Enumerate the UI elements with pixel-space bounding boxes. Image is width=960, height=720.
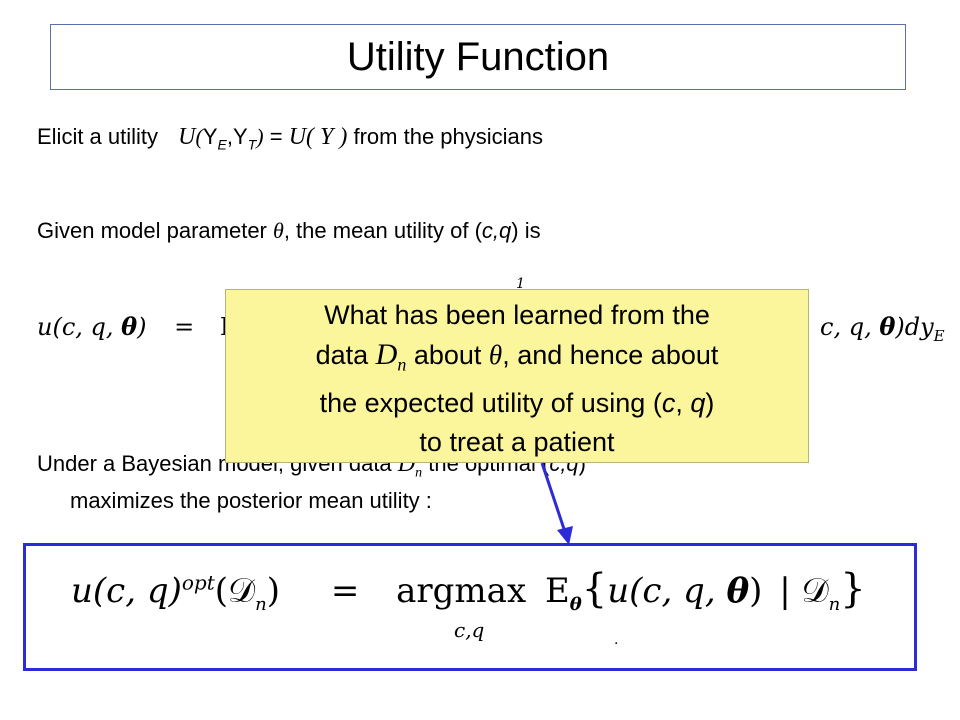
callout-l2-d: D	[375, 338, 398, 371]
optimal-formula-box: u(c, q)opt(𝒟n) = argmax Eθ{u(c, q, θ) | …	[23, 543, 917, 671]
callout-line-2: data Dn about θ, and hence about	[226, 335, 808, 384]
formula-expectation: E	[544, 571, 570, 611]
callout-l2-b: about	[406, 340, 489, 370]
title-box: Utility Function	[50, 24, 906, 90]
callout-l3-q: q	[690, 388, 706, 419]
math1-close: )	[137, 313, 147, 341]
line1-paren-close: )	[256, 124, 264, 149]
learning-callout: What has been learned from the data Dn a…	[225, 289, 809, 463]
callout-l2-n: n	[397, 354, 407, 375]
math1-right-theta: θ	[879, 312, 896, 341]
math1-right-close: )dy	[895, 313, 934, 341]
callout-l3-a: the expected utility of using (	[319, 388, 662, 419]
line1-rhs: U( Y )	[288, 124, 348, 150]
line1-y2: Y	[233, 124, 248, 149]
callout-line-3: the expected utility of using (c, q)	[226, 384, 808, 423]
formula-arg: (𝒟	[214, 571, 256, 611]
math1-right-sub: E	[933, 326, 945, 345]
line1-suffix: from the physicians	[353, 124, 544, 149]
line1-u: U	[178, 124, 196, 150]
line1-comma: ,	[226, 124, 233, 149]
line1-paren-open: (	[195, 124, 203, 149]
line1-equals: =	[269, 124, 283, 149]
line2-cq: c,q	[481, 218, 512, 243]
formula-brace-open: {	[581, 566, 608, 612]
formula-sup: opt	[181, 570, 215, 595]
line1-y1: Y	[202, 124, 218, 149]
callout-l2-a: data	[315, 340, 376, 370]
mean-utility-equation-left: u(c, q, θ) = E	[37, 312, 237, 341]
callout-l3-c: c	[661, 388, 676, 419]
formula-body: u(c, q,	[607, 571, 727, 611]
math1-left: u(c, q,	[37, 313, 122, 341]
callout-line-1: What has been learned from the	[324, 300, 710, 330]
math1-theta: θ	[121, 312, 138, 341]
line3-suffix: )	[578, 451, 586, 476]
line2-theta: θ	[273, 218, 284, 243]
callout-l2-theta: θ	[488, 340, 503, 370]
line1-prefix: Elicit a utility	[37, 124, 159, 149]
line2-middle: , the mean utility of (	[283, 218, 482, 243]
argmax-subscript: c,q	[454, 618, 485, 642]
callout-l3-b: )	[705, 388, 715, 419]
optimal-formula: u(c, q)opt(𝒟n) = argmax Eθ{u(c, q, θ) | …	[71, 566, 866, 615]
model-parameter-line: Given model parameter θ, the mean utilit…	[37, 218, 541, 244]
line1-sub-e: E	[217, 136, 227, 153]
formula-arg-close: )	[266, 571, 281, 611]
slide-title: Utility Function	[346, 34, 610, 79]
integral-upper-limit: 1	[516, 276, 525, 292]
mean-utility-equation-right: c, q, θ)dyE	[820, 312, 945, 345]
formula-theta-sub: θ	[569, 593, 582, 615]
formula-dot: ·	[614, 636, 619, 652]
formula-arg-n: n	[255, 593, 267, 615]
callout-line-4: to treat a patient	[419, 427, 615, 458]
formula-body-close: )	[749, 571, 763, 611]
formula-bar: |	[779, 571, 791, 611]
line1-sub-t: T	[247, 136, 257, 153]
math1-equals: =	[174, 313, 195, 341]
elicit-utility-line: Elicit a utility U(YE,YT) = U( Y ) from …	[37, 124, 543, 152]
math1-right: c, q,	[820, 313, 880, 341]
formula-d: 𝒟	[801, 571, 829, 611]
callout-l2-c: , and hence about	[502, 340, 719, 370]
formula-argmax: argmax	[396, 571, 527, 611]
formula-equals: =	[330, 571, 360, 611]
formula-d-n: n	[828, 593, 841, 615]
callout-l3-mid: ,	[675, 388, 691, 419]
formula-lhs: u(c, q)	[71, 571, 182, 611]
formula-body-theta: θ	[726, 571, 750, 611]
line2-suffix: ) is	[511, 218, 541, 243]
maximizes-line: maximizes the posterior mean utility :	[70, 488, 432, 513]
formula-brace-close: }	[840, 566, 866, 612]
line3-n: n	[415, 465, 423, 481]
line2-prefix: Given model parameter	[37, 218, 267, 243]
